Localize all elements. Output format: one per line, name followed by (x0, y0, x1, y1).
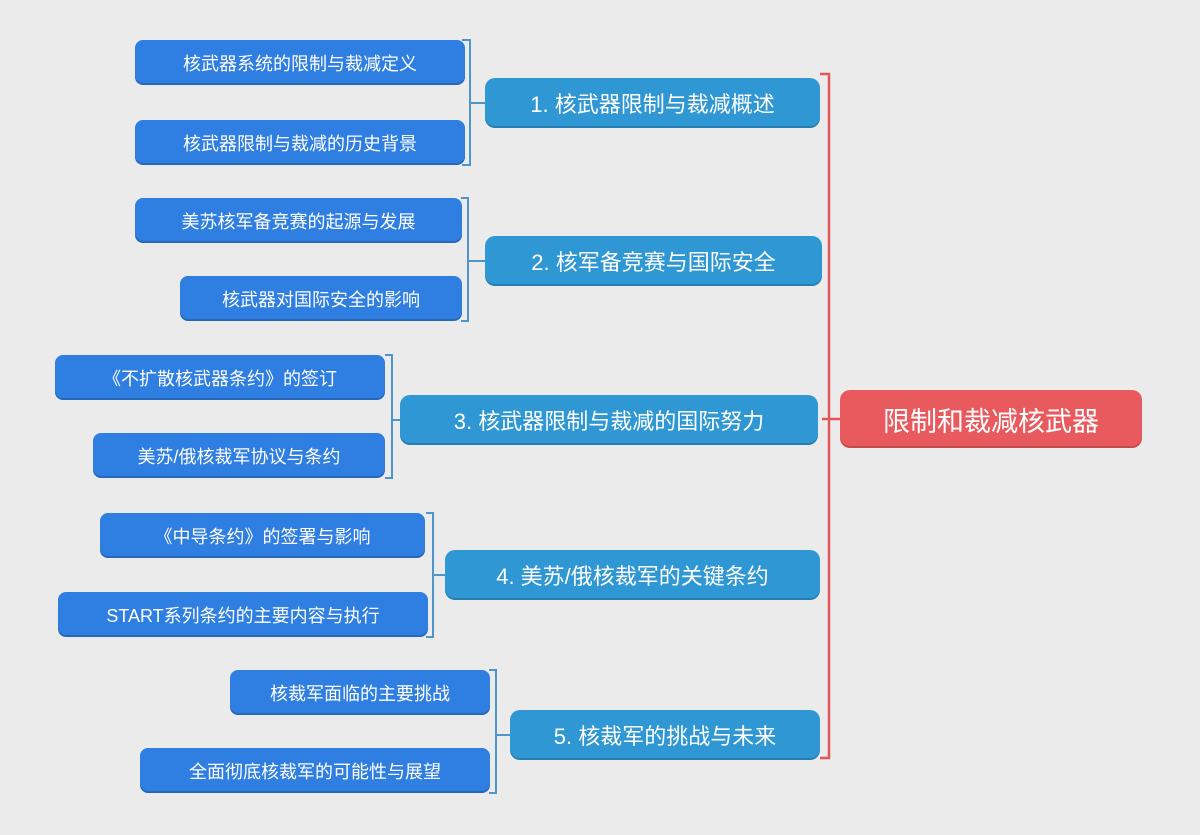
leaf-node-3-1[interactable]: 《不扩散核武器条约》的签订 (55, 355, 385, 400)
leaf-node-4-1[interactable]: 《中导条约》的签署与影响 (100, 513, 425, 558)
branch-node-2[interactable]: 2. 核军备竞赛与国际安全 (485, 236, 822, 286)
branch-node-5[interactable]: 5. 核裁军的挑战与未来 (510, 710, 820, 760)
leaf-node-5-1[interactable]: 核裁军面临的主要挑战 (230, 670, 490, 715)
branch-node-3[interactable]: 3. 核武器限制与裁减的国际努力 (400, 395, 818, 445)
bracket-branch-2-children (461, 197, 485, 322)
root-node[interactable]: 限制和裁减核武器 (840, 390, 1142, 448)
branch-node-4[interactable]: 4. 美苏/俄核裁军的关键条约 (445, 550, 820, 600)
bracket-branch-1-children (462, 39, 485, 166)
leaf-node-5-2[interactable]: 全面彻底核裁军的可能性与展望 (140, 748, 490, 793)
leaf-node-2-2[interactable]: 核武器对国际安全的影响 (180, 276, 462, 321)
branch-node-1[interactable]: 1. 核武器限制与裁减概述 (485, 78, 820, 128)
leaf-node-4-2[interactable]: START系列条约的主要内容与执行 (58, 592, 428, 637)
bracket-root-branches (820, 72, 840, 760)
bracket-branch-3-children (385, 354, 400, 479)
leaf-node-1-1[interactable]: 核武器系统的限制与裁减定义 (135, 40, 465, 85)
leaf-node-2-1[interactable]: 美苏核军备竞赛的起源与发展 (135, 198, 462, 243)
leaf-node-1-2[interactable]: 核武器限制与裁减的历史背景 (135, 120, 465, 165)
bracket-branch-4-children (426, 512, 445, 638)
bracket-branch-5-children (489, 669, 510, 794)
leaf-node-3-2[interactable]: 美苏/俄核裁军协议与条约 (93, 433, 385, 478)
